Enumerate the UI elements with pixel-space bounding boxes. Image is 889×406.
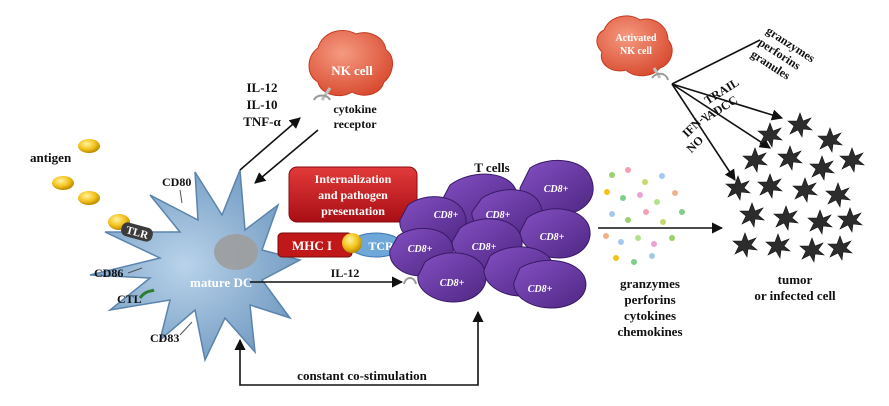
internalization-line-3: presentation xyxy=(321,204,385,218)
nk-to-dc-arrow xyxy=(254,129,319,184)
nk-cell xyxy=(308,30,393,101)
receptor-label: receptor xyxy=(333,117,377,131)
cd8-label-5: CD8+ xyxy=(408,244,433,255)
il12-label-bottom: IL-12 xyxy=(331,266,360,280)
cd83-label: CD83 xyxy=(150,331,179,345)
cd83-pointer xyxy=(179,321,193,336)
secreted-granules xyxy=(603,167,685,265)
co-stimulation-arrow xyxy=(234,310,484,386)
cd86-pointer xyxy=(127,267,143,274)
cytokine-label: cytokine xyxy=(333,102,377,116)
t-cells-label: T cells xyxy=(474,160,510,175)
il10-label: IL-10 xyxy=(246,97,277,112)
tumor-label: tumor xyxy=(778,272,813,287)
mature-dc-label: mature DC xyxy=(190,275,252,290)
nk-cell-small-label: NK cell xyxy=(620,46,652,57)
activated-nk-cell xyxy=(596,15,673,81)
cd8-label-8: CD8+ xyxy=(528,284,553,295)
cd80-label: CD80 xyxy=(162,175,191,189)
mature-dc-cell xyxy=(89,169,303,363)
il12-label-top: IL-12 xyxy=(246,80,277,95)
tumor-cells xyxy=(725,112,865,263)
ctl-label: CTL xyxy=(117,292,142,306)
internalization-line-2: and pathogen xyxy=(318,188,388,202)
co-stimulation-label: constant co-stimulation xyxy=(297,368,427,383)
tcr-label: TCR xyxy=(368,239,394,253)
granzymes-label: granzymes xyxy=(620,276,680,291)
nk-to-tumor-arrow-2 xyxy=(671,83,784,121)
cd8-label-4: CD8+ xyxy=(540,232,565,243)
mhc-tcr-complex xyxy=(277,232,403,258)
internalization-line-1: Internalization xyxy=(315,172,392,186)
nk-to-tumor-arrow-3 xyxy=(671,83,771,149)
nk-effector-labels: granzymes perforins granules xyxy=(748,23,818,82)
nk-to-tumor-arrow-1 xyxy=(671,39,761,85)
il12-receptor-icon xyxy=(403,277,417,285)
cd8-label-7: CD8+ xyxy=(440,278,465,289)
cd8-label-2: CD8+ xyxy=(434,210,459,221)
perforins-label: perforins xyxy=(624,292,675,307)
tnfa-label: TNF-α xyxy=(243,114,281,129)
tlr-receptor xyxy=(121,222,153,242)
ctl-receptor-icon xyxy=(138,288,155,299)
chemokines-label: chemokines xyxy=(618,324,683,339)
activated-label: Activated xyxy=(615,33,657,44)
cd8-label-6: CD8+ xyxy=(472,242,497,253)
cd8-label-3: CD8+ xyxy=(486,210,511,221)
antigen-label: antigen xyxy=(30,150,72,165)
tlr-label: TLR xyxy=(125,224,151,242)
nk-to-tumor-arrow-4 xyxy=(671,83,736,181)
t-cell-cluster xyxy=(389,159,594,309)
infected-cell-label: or infected cell xyxy=(754,288,836,303)
cd86-label: CD86 xyxy=(94,266,123,280)
mhc-label: MHC I xyxy=(292,238,332,253)
dc-to-nk-arrow xyxy=(239,117,301,171)
cytokines-label: cytokines xyxy=(624,308,676,323)
cd8-label-1: CD8+ xyxy=(544,184,569,195)
cd80-pointer xyxy=(179,189,183,204)
nk-cell-label: NK cell xyxy=(331,63,373,78)
internalization-box xyxy=(288,166,418,223)
